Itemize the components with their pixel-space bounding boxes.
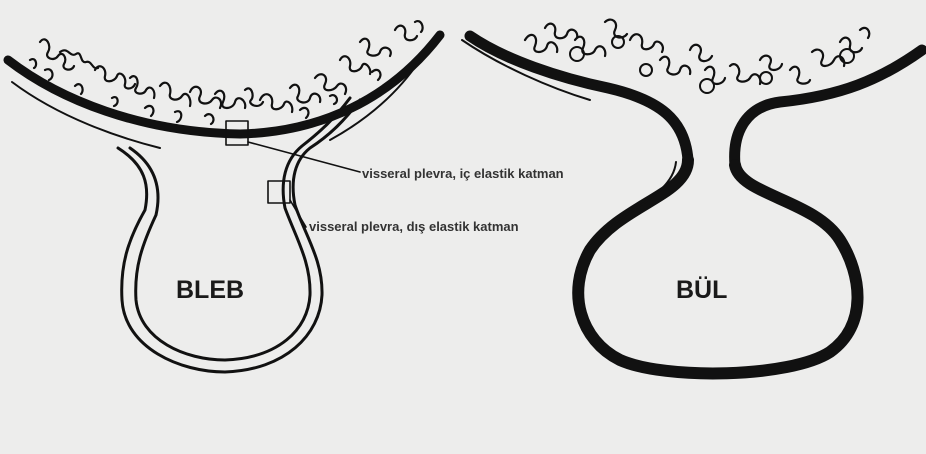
outer-elastic-layer-label: visseral plevra, dış elastik katman: [309, 219, 519, 234]
inner-elastic-layer-label: visseral plevra, iç elastik katman: [362, 166, 564, 181]
bul-label: BÜL: [676, 275, 727, 304]
bleb-label: BLEB: [176, 276, 244, 304]
